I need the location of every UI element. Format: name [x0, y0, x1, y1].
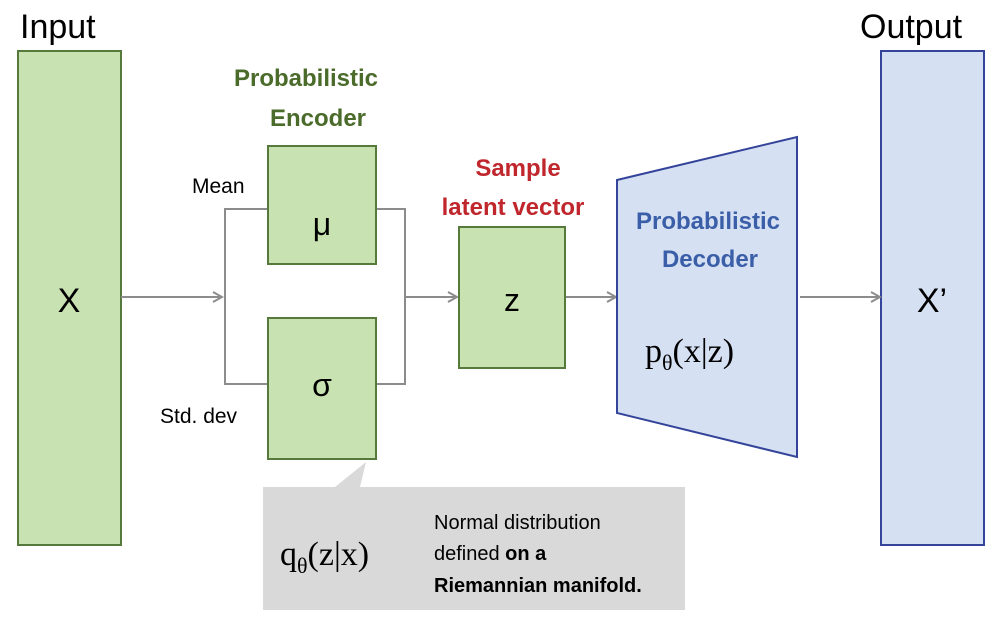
output-box [880, 50, 985, 546]
callout-formula-main: q [280, 536, 297, 573]
mu-box [267, 145, 377, 265]
decoder-title-line2: Decoder [662, 246, 758, 273]
decoder-formula-sub: θ [662, 350, 673, 375]
output-symbol: X’ [917, 282, 947, 320]
mu-symbol: μ [313, 206, 331, 242]
latent-z-symbol: z [504, 282, 520, 318]
callout-note-line2-bold: on a [505, 543, 547, 565]
sample-title-line2: latent vector [442, 194, 585, 221]
callout-formula-sub: θ [297, 553, 308, 578]
callout-formula: qθ(z|x) [280, 536, 369, 578]
output-title: Output [860, 8, 963, 46]
callout-formula-rest: (z|x) [308, 536, 370, 573]
sigma-symbol: σ [312, 367, 332, 403]
decoder-formula-main: p [645, 333, 662, 370]
callout-note-line3: Riemannian manifold. [434, 575, 642, 597]
encoder-title-line1: Probabilistic [234, 65, 378, 92]
decoder-trapezoid [616, 135, 798, 459]
callout-note-line2-plain: defined [434, 543, 505, 565]
callout-bubble [263, 462, 685, 610]
decoder-title-line1: Probabilistic [636, 208, 780, 235]
input-symbol: X [58, 282, 81, 320]
sample-title-line1: Sample [475, 155, 560, 182]
input-title: Input [20, 8, 96, 46]
decoder-formula: pθ(x|z) [645, 333, 734, 375]
std-dev-label: Std. dev [160, 405, 238, 428]
encoder-title-line2: Encoder [270, 105, 366, 132]
callout-note-line2: defined on a [434, 543, 547, 565]
latent-z-box [458, 226, 566, 369]
callout-note-line1: Normal distribution [434, 512, 601, 534]
mean-label: Mean [192, 175, 245, 198]
decoder-formula-rest: (x|z) [673, 333, 735, 370]
sigma-box [267, 317, 377, 460]
input-box [17, 50, 122, 546]
